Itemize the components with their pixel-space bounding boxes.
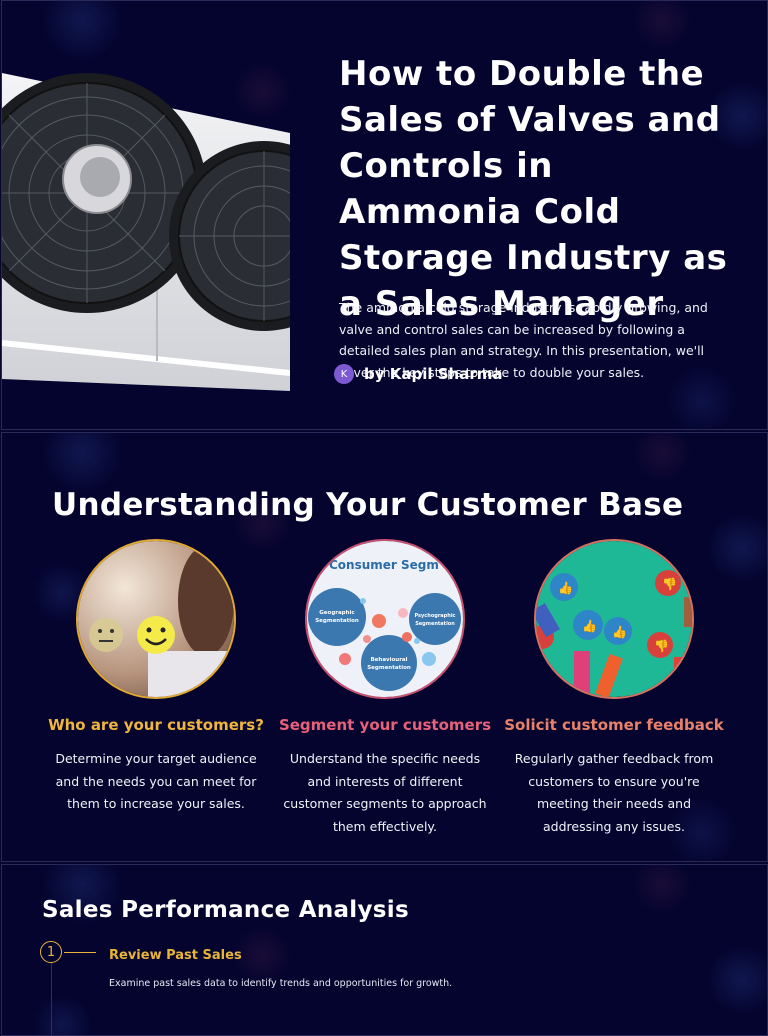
- hero-image-evaporator-fans: [2, 61, 290, 391]
- card-segment-customers: Consumer Segm Geographic Segmentation Ps…: [270, 539, 500, 838]
- segmentation-image-heading: Consumer Segm: [329, 558, 439, 572]
- card-title: Segment your customers: [278, 716, 492, 734]
- svg-text:Segmentation: Segmentation: [367, 665, 411, 671]
- card-text: Understand the specific needs and intere…: [283, 751, 487, 834]
- author-name: by Kapil Sharma: [364, 365, 503, 383]
- avatar: K: [334, 364, 354, 384]
- customers-image: [76, 539, 236, 699]
- slide-title: How to Double the Sales of Valves and Co…: [1, 0, 768, 430]
- card-who-are-customers: Who are your customers? Determine your t…: [41, 539, 271, 816]
- author-line: K by Kapil Sharma: [334, 364, 502, 384]
- card-title: Who are your customers?: [48, 716, 264, 734]
- svg-text:👎: 👎: [662, 577, 677, 591]
- step-connector: [64, 952, 96, 953]
- svg-text:👍: 👍: [558, 581, 573, 595]
- slide-heading: Understanding Your Customer Base: [52, 487, 684, 523]
- presentation-title: How to Double the Sales of Valves and Co…: [339, 54, 728, 324]
- card-title: Solicit customer feedback: [504, 716, 724, 734]
- segmentation-image: Consumer Segm Geographic Segmentation Ps…: [305, 539, 465, 699]
- slide-heading: Sales Performance Analysis: [42, 897, 409, 923]
- svg-text:👎: 👎: [654, 639, 669, 653]
- slide-customer-base: Understanding Your Customer Base: [1, 432, 768, 862]
- svg-text:👍: 👍: [612, 625, 627, 639]
- step-number-badge: 1: [40, 941, 62, 963]
- slide-sales-performance: Sales Performance Analysis 1 Review Past…: [1, 864, 768, 1036]
- step-text: Examine past sales data to identify tren…: [109, 978, 453, 989]
- card-solicit-feedback: 👍 👍 👍 👎 👎 Solicit customer feedback Regu…: [499, 539, 729, 838]
- svg-text:Geographic: Geographic: [319, 610, 354, 616]
- presentation-description: The ammonia cold storage industry is rap…: [339, 300, 708, 380]
- timeline-line: [51, 963, 52, 1035]
- step-title: Review Past Sales: [109, 948, 242, 963]
- svg-text:Behavioural: Behavioural: [370, 657, 407, 663]
- svg-text:Segmentation: Segmentation: [415, 621, 455, 627]
- svg-text:👍: 👍: [582, 619, 597, 633]
- card-text: Determine your target audience and the n…: [55, 751, 257, 811]
- card-text: Regularly gather feedback from customers…: [514, 751, 714, 834]
- svg-text:Psychographic: Psychographic: [414, 613, 455, 619]
- svg-text:Segmentation: Segmentation: [315, 618, 359, 624]
- feedback-image: 👍 👍 👍 👎 👎: [534, 539, 694, 699]
